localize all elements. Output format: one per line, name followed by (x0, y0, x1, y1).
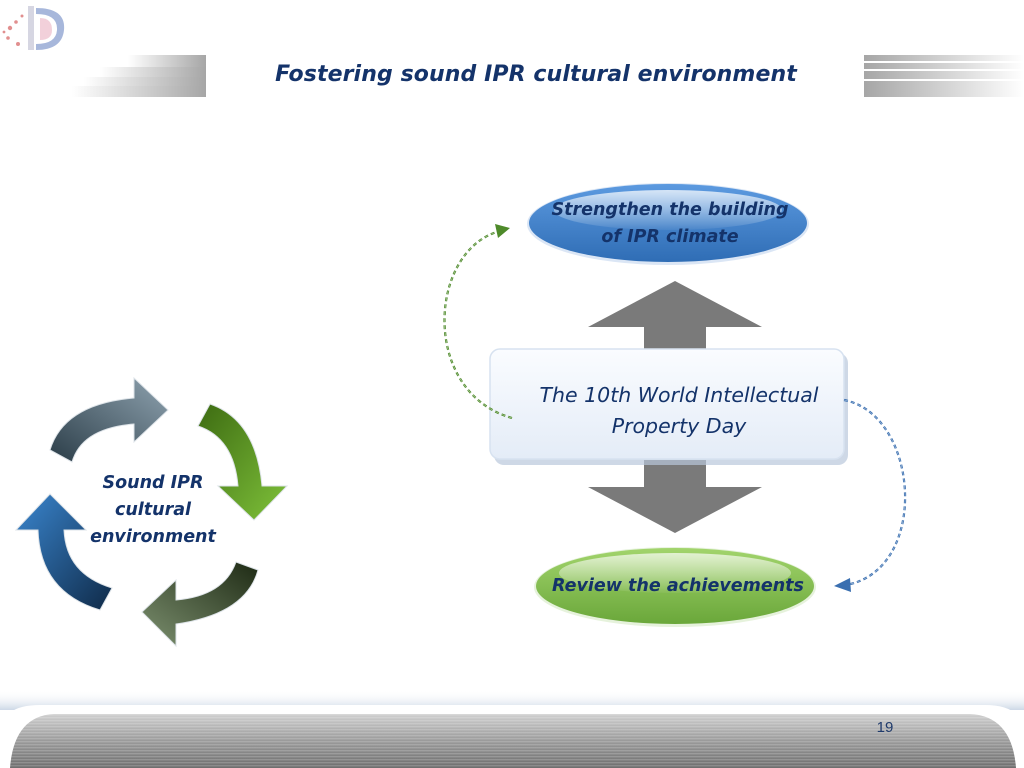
top-ellipse (527, 183, 809, 265)
arrow-up-icon (588, 281, 762, 352)
dashed-arrow-left (443, 224, 513, 420)
decorative-bars-right (864, 55, 1024, 97)
footer-stripes (10, 714, 1016, 768)
logo-icon (2, 6, 65, 50)
bottom-ellipse-label: Review the achievements (552, 576, 804, 596)
center-box-label: The 10th World Intellectual Property Day (539, 383, 819, 438)
page-number: 19 (876, 719, 894, 736)
center-box (489, 348, 848, 465)
circular-arrows-icon (14, 376, 289, 648)
top-ellipse-label: Strengthen the building of IPR climate (551, 200, 789, 247)
cycle-center-label: Sound IPR cultural environment (90, 473, 216, 547)
bottom-ellipse (534, 547, 816, 627)
slide-title: Fostering sound IPR cultural environment (275, 62, 797, 87)
arrow-down-icon (588, 460, 762, 533)
dashed-arrow-right (834, 398, 907, 592)
decorative-bars-left (72, 55, 206, 97)
